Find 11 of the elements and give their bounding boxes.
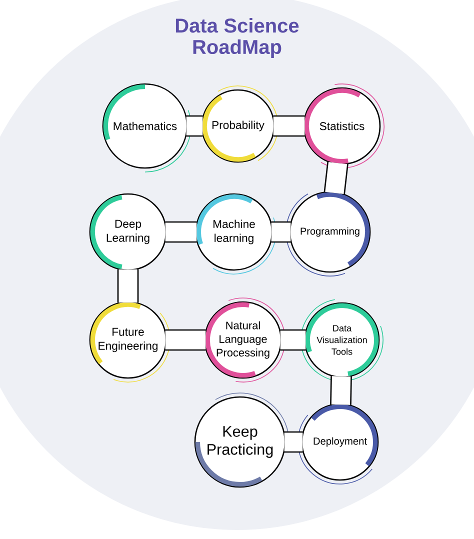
connector-neck: [280, 329, 306, 351]
connector-neck: [324, 162, 348, 194]
connector-neck: [271, 221, 291, 243]
connector-neck: [117, 269, 139, 303]
connector-neck: [273, 115, 305, 137]
connector-neck: [186, 115, 203, 137]
connector-neck: [165, 221, 197, 243]
title: Data Science RoadMap: [176, 18, 299, 58]
connector-neck: [165, 329, 206, 351]
connector-neck: [330, 376, 352, 405]
connector-neck: [284, 431, 303, 453]
